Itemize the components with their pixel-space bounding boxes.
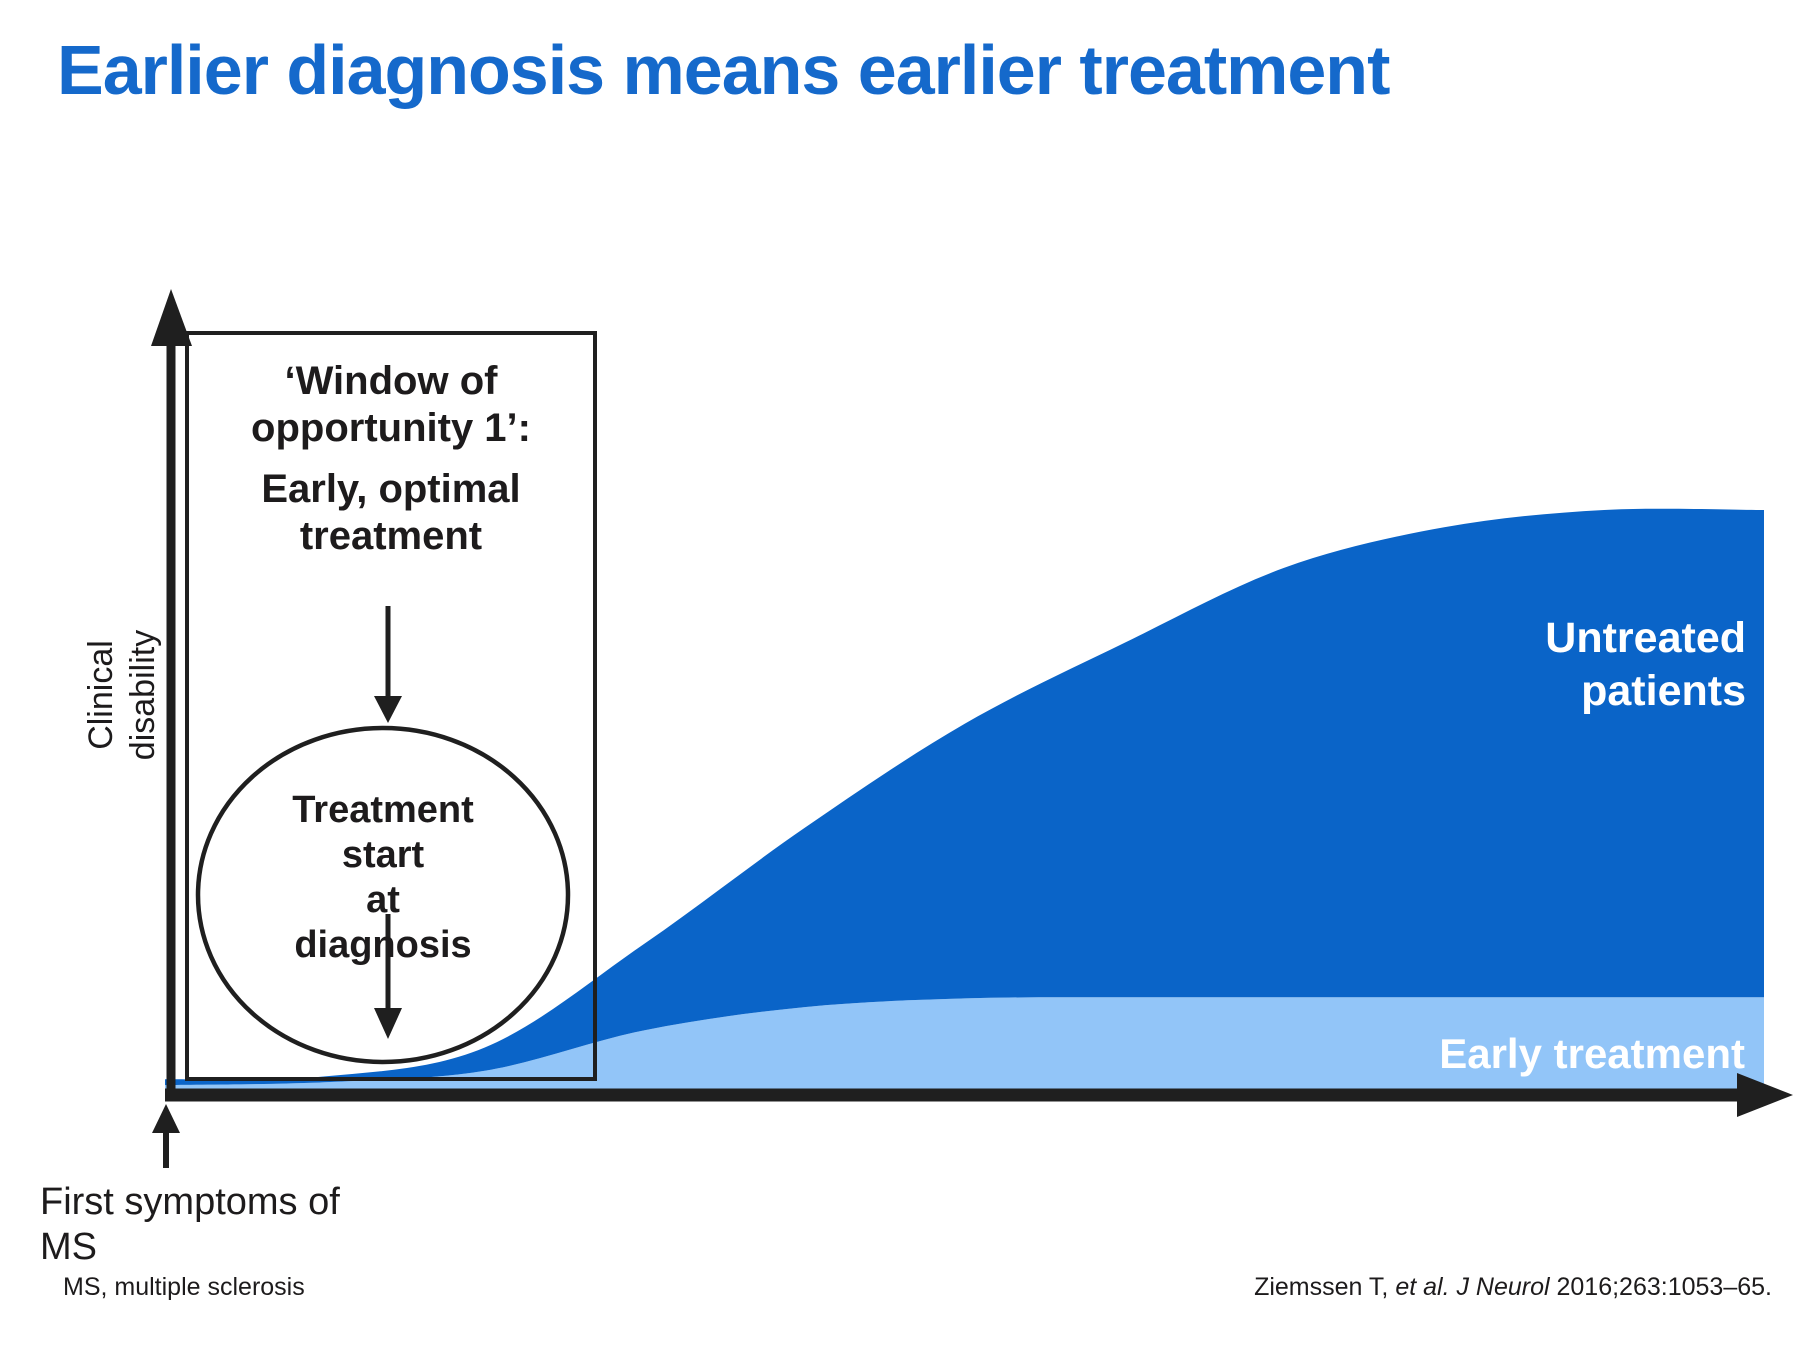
window-box-heading-line2: opportunity 1’:: [251, 406, 531, 450]
treatment-start-line2: start: [341, 834, 425, 876]
down-arrow-from-diagnosis-head-icon: [374, 1008, 402, 1039]
window-of-opportunity-box: [185, 331, 597, 1081]
citation-italic: et al. J Neurol: [1395, 1273, 1557, 1301]
treatment-start-line3: at: [366, 879, 400, 921]
treatment-start-circle: [195, 725, 571, 1065]
first-symptoms-up-arrow-head-icon: [152, 1104, 180, 1133]
first-symptoms-line2: MS: [40, 1226, 97, 1268]
abbreviation-footnote: MS, multiple sclerosis: [63, 1273, 305, 1301]
window-box-body-line2: treatment: [299, 514, 483, 558]
slide-title: Earlier diagnosis means earlier treatmen…: [57, 31, 1390, 109]
untreated-label-line1: Untreated: [1545, 614, 1746, 662]
untreated-label-line2: patients: [1581, 667, 1746, 715]
untreated-patients-label: Untreated patients: [1545, 612, 1746, 718]
window-box-body: Early, optimal treatment: [187, 466, 595, 560]
citation-suffix: 2016;263:1053–65.: [1556, 1273, 1773, 1301]
first-symptoms-annotation: First symptoms of MS: [40, 1180, 340, 1270]
citation: Ziemssen T, et al. J Neurol 2016;263:105…: [1254, 1273, 1772, 1302]
x-axis-arrowhead-icon: [1737, 1073, 1793, 1117]
treatment-start-label: Treatment start at diagnosis: [233, 788, 533, 968]
citation-prefix: Ziemssen T,: [1254, 1273, 1396, 1301]
first-symptoms-line1: First symptoms of: [40, 1181, 340, 1223]
treatment-start-line4: diagnosis: [294, 924, 472, 966]
early-treatment-area: [165, 997, 1764, 1096]
down-arrow-to-circle-head-icon: [374, 696, 402, 723]
untreated-patients-area: [165, 508, 1764, 1086]
y-axis-label-line1: Clinical: [82, 640, 120, 750]
window-box-text: ‘Window of opportunity 1’: Early, optima…: [187, 358, 595, 560]
y-axis-label-line2: disability: [124, 629, 162, 761]
y-axis-label: Clinical disability: [80, 630, 164, 760]
y-axis-arrowhead-icon: [151, 289, 192, 346]
early-treatment-label: Early treatment: [1439, 1030, 1745, 1077]
window-box-body-line1: Early, optimal: [261, 467, 521, 511]
window-box-heading-line1: ‘Window of: [284, 359, 498, 403]
treatment-start-line1: Treatment: [292, 789, 474, 831]
window-box-heading: ‘Window of opportunity 1’:: [187, 358, 595, 452]
